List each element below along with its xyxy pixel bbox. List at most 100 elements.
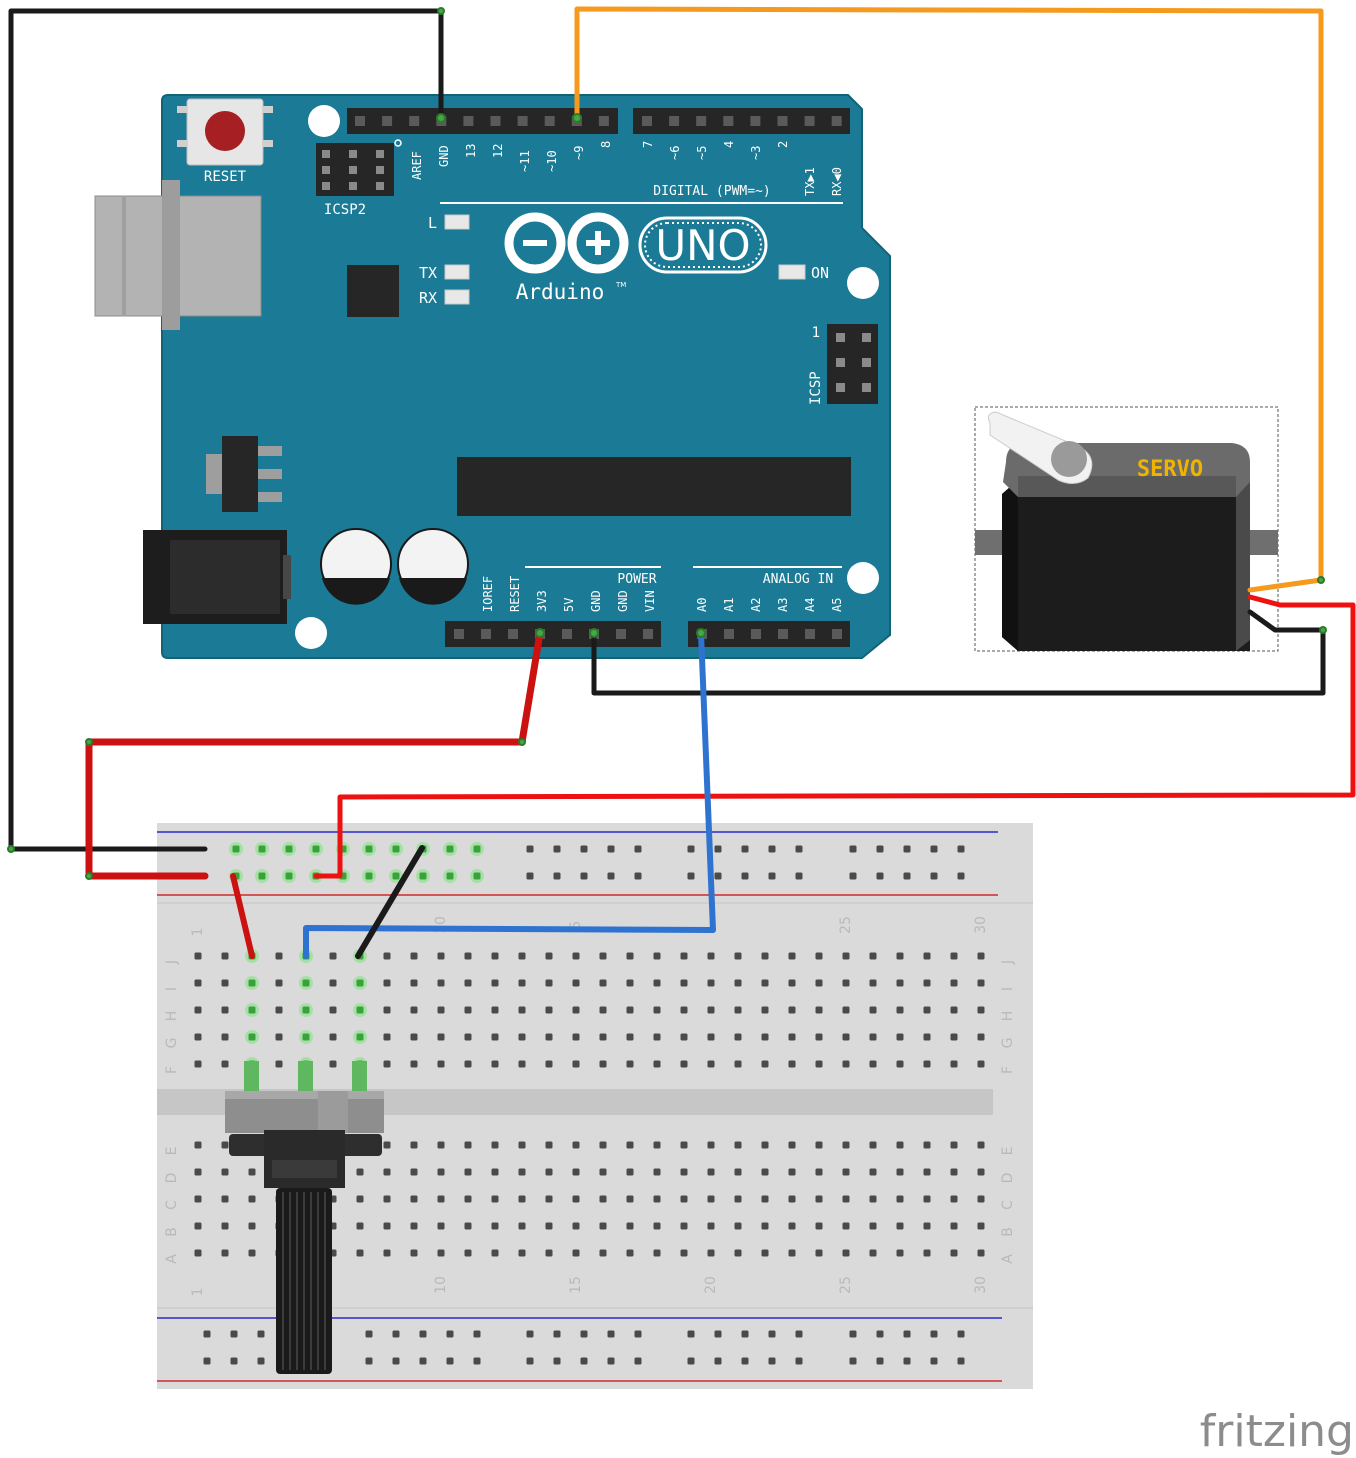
breadboard-hole — [653, 1195, 661, 1203]
breadboard-hole — [545, 1060, 553, 1068]
breadboard-hole — [869, 1006, 877, 1014]
breadboard-hole — [842, 1195, 850, 1203]
breadboard-hole — [680, 979, 688, 987]
breadboard-hole — [275, 1060, 283, 1068]
breadboard-hole — [383, 1141, 391, 1149]
breadboard-hole — [248, 979, 256, 987]
wire-pot-ground — [355, 845, 425, 959]
breadboard-hole — [680, 1006, 688, 1014]
breadboard-hole — [950, 1249, 958, 1257]
breadboard-hole — [437, 1168, 445, 1176]
breadboard-hole — [815, 1195, 823, 1203]
breadboard-hole — [923, 1249, 931, 1257]
breadboard-hole — [285, 845, 293, 853]
led-on — [778, 264, 806, 280]
column-number: 15 — [568, 1276, 584, 1294]
column-number: 10 — [433, 1276, 449, 1294]
breadboard-hole — [626, 979, 634, 987]
pin-label: GND — [616, 590, 630, 612]
breadboard-hole — [410, 1222, 418, 1230]
breadboard-hole — [518, 1006, 526, 1014]
pin-label: 5V — [562, 598, 576, 612]
breadboard-hole — [464, 1141, 472, 1149]
row-letter: H — [1000, 1011, 1016, 1022]
breadboard-hole — [526, 1330, 534, 1338]
breadboard-hole — [950, 1141, 958, 1149]
breadboard-hole — [626, 1006, 634, 1014]
breadboard-hole — [383, 1195, 391, 1203]
breadboard-hole — [518, 1249, 526, 1257]
usb-chip — [347, 265, 399, 317]
breadboard-hole — [230, 1330, 238, 1338]
reset-button[interactable] — [177, 98, 273, 166]
icsp2-label: ICSP2 — [324, 202, 366, 218]
breadboard-hole — [788, 1033, 796, 1041]
breadboard-hole — [446, 845, 454, 853]
breadboard-hole — [203, 1330, 211, 1338]
breadboard-hole — [607, 1357, 615, 1365]
icsp-pin — [862, 333, 871, 342]
breadboard-hole — [707, 952, 715, 960]
power-header-label: POWER — [617, 572, 656, 587]
usb-connector — [94, 180, 262, 330]
digital-header-right — [633, 108, 850, 134]
mounting-hole — [847, 267, 879, 299]
breadboard-hole — [761, 1060, 769, 1068]
breadboard-hole — [876, 1357, 884, 1365]
breadboard-hole — [572, 1249, 580, 1257]
pin-label: RESET — [508, 576, 522, 612]
digital-header-label: DIGITAL (PWM=~) — [653, 184, 770, 199]
breadboard-hole — [761, 1249, 769, 1257]
breadboard-hole — [869, 1222, 877, 1230]
breadboard-hole — [419, 872, 427, 880]
power-jack — [143, 530, 291, 624]
breadboard-hole — [257, 1330, 265, 1338]
header-pin — [669, 116, 680, 126]
breadboard-hole — [491, 1168, 499, 1176]
breadboard-hole — [768, 1330, 776, 1338]
breadboard-hole — [734, 1195, 742, 1203]
breadboard-hole — [599, 1060, 607, 1068]
breadboard-hole — [410, 952, 418, 960]
breadboard-hole — [365, 1330, 373, 1338]
breadboard-hole — [329, 1006, 337, 1014]
breadboard-hole — [876, 1330, 884, 1338]
breadboard-hole — [221, 979, 229, 987]
microcontroller-chip — [457, 457, 851, 516]
icsp-pin — [836, 333, 845, 342]
breadboard-hole — [580, 872, 588, 880]
breadboard-hole — [599, 1141, 607, 1149]
breadboard-hole — [930, 1357, 938, 1365]
breadboard-hole — [545, 952, 553, 960]
breadboard-hole — [795, 872, 803, 880]
breadboard-hole — [761, 979, 769, 987]
breadboard-hole — [194, 1222, 202, 1230]
breadboard-hole — [734, 979, 742, 987]
pin-label: TX▶1 — [803, 167, 817, 196]
breadboard-hole — [221, 1141, 229, 1149]
row-letter: G — [1000, 1038, 1016, 1049]
breadboard-hole — [437, 1141, 445, 1149]
header-pin — [490, 116, 501, 126]
breadboard-hole — [545, 979, 553, 987]
breadboard-hole — [437, 979, 445, 987]
pin-label: A2 — [749, 598, 763, 612]
breadboard-hole — [392, 845, 400, 853]
header-pin — [598, 116, 609, 126]
pin-label: ~3 — [749, 146, 763, 160]
breadboard-hole — [194, 1168, 202, 1176]
breadboard-hole — [869, 1168, 877, 1176]
breadboard-hole — [572, 1006, 580, 1014]
breadboard-hole — [653, 1033, 661, 1041]
pin-label: 2 — [776, 141, 790, 148]
breadboard-hole — [761, 1006, 769, 1014]
breadboard-column-numbers: 1 5 10 25 30 1 10 15 20 25 30 — [190, 916, 989, 1296]
breadboard-hole — [599, 1006, 607, 1014]
breadboard-hole — [329, 1033, 337, 1041]
breadboard-hole — [734, 1141, 742, 1149]
breadboard-hole — [275, 952, 283, 960]
breadboard-hole — [545, 1006, 553, 1014]
column-number: 25 — [838, 1276, 854, 1294]
breadboard-hole — [741, 845, 749, 853]
row-letter: H — [164, 1011, 180, 1022]
